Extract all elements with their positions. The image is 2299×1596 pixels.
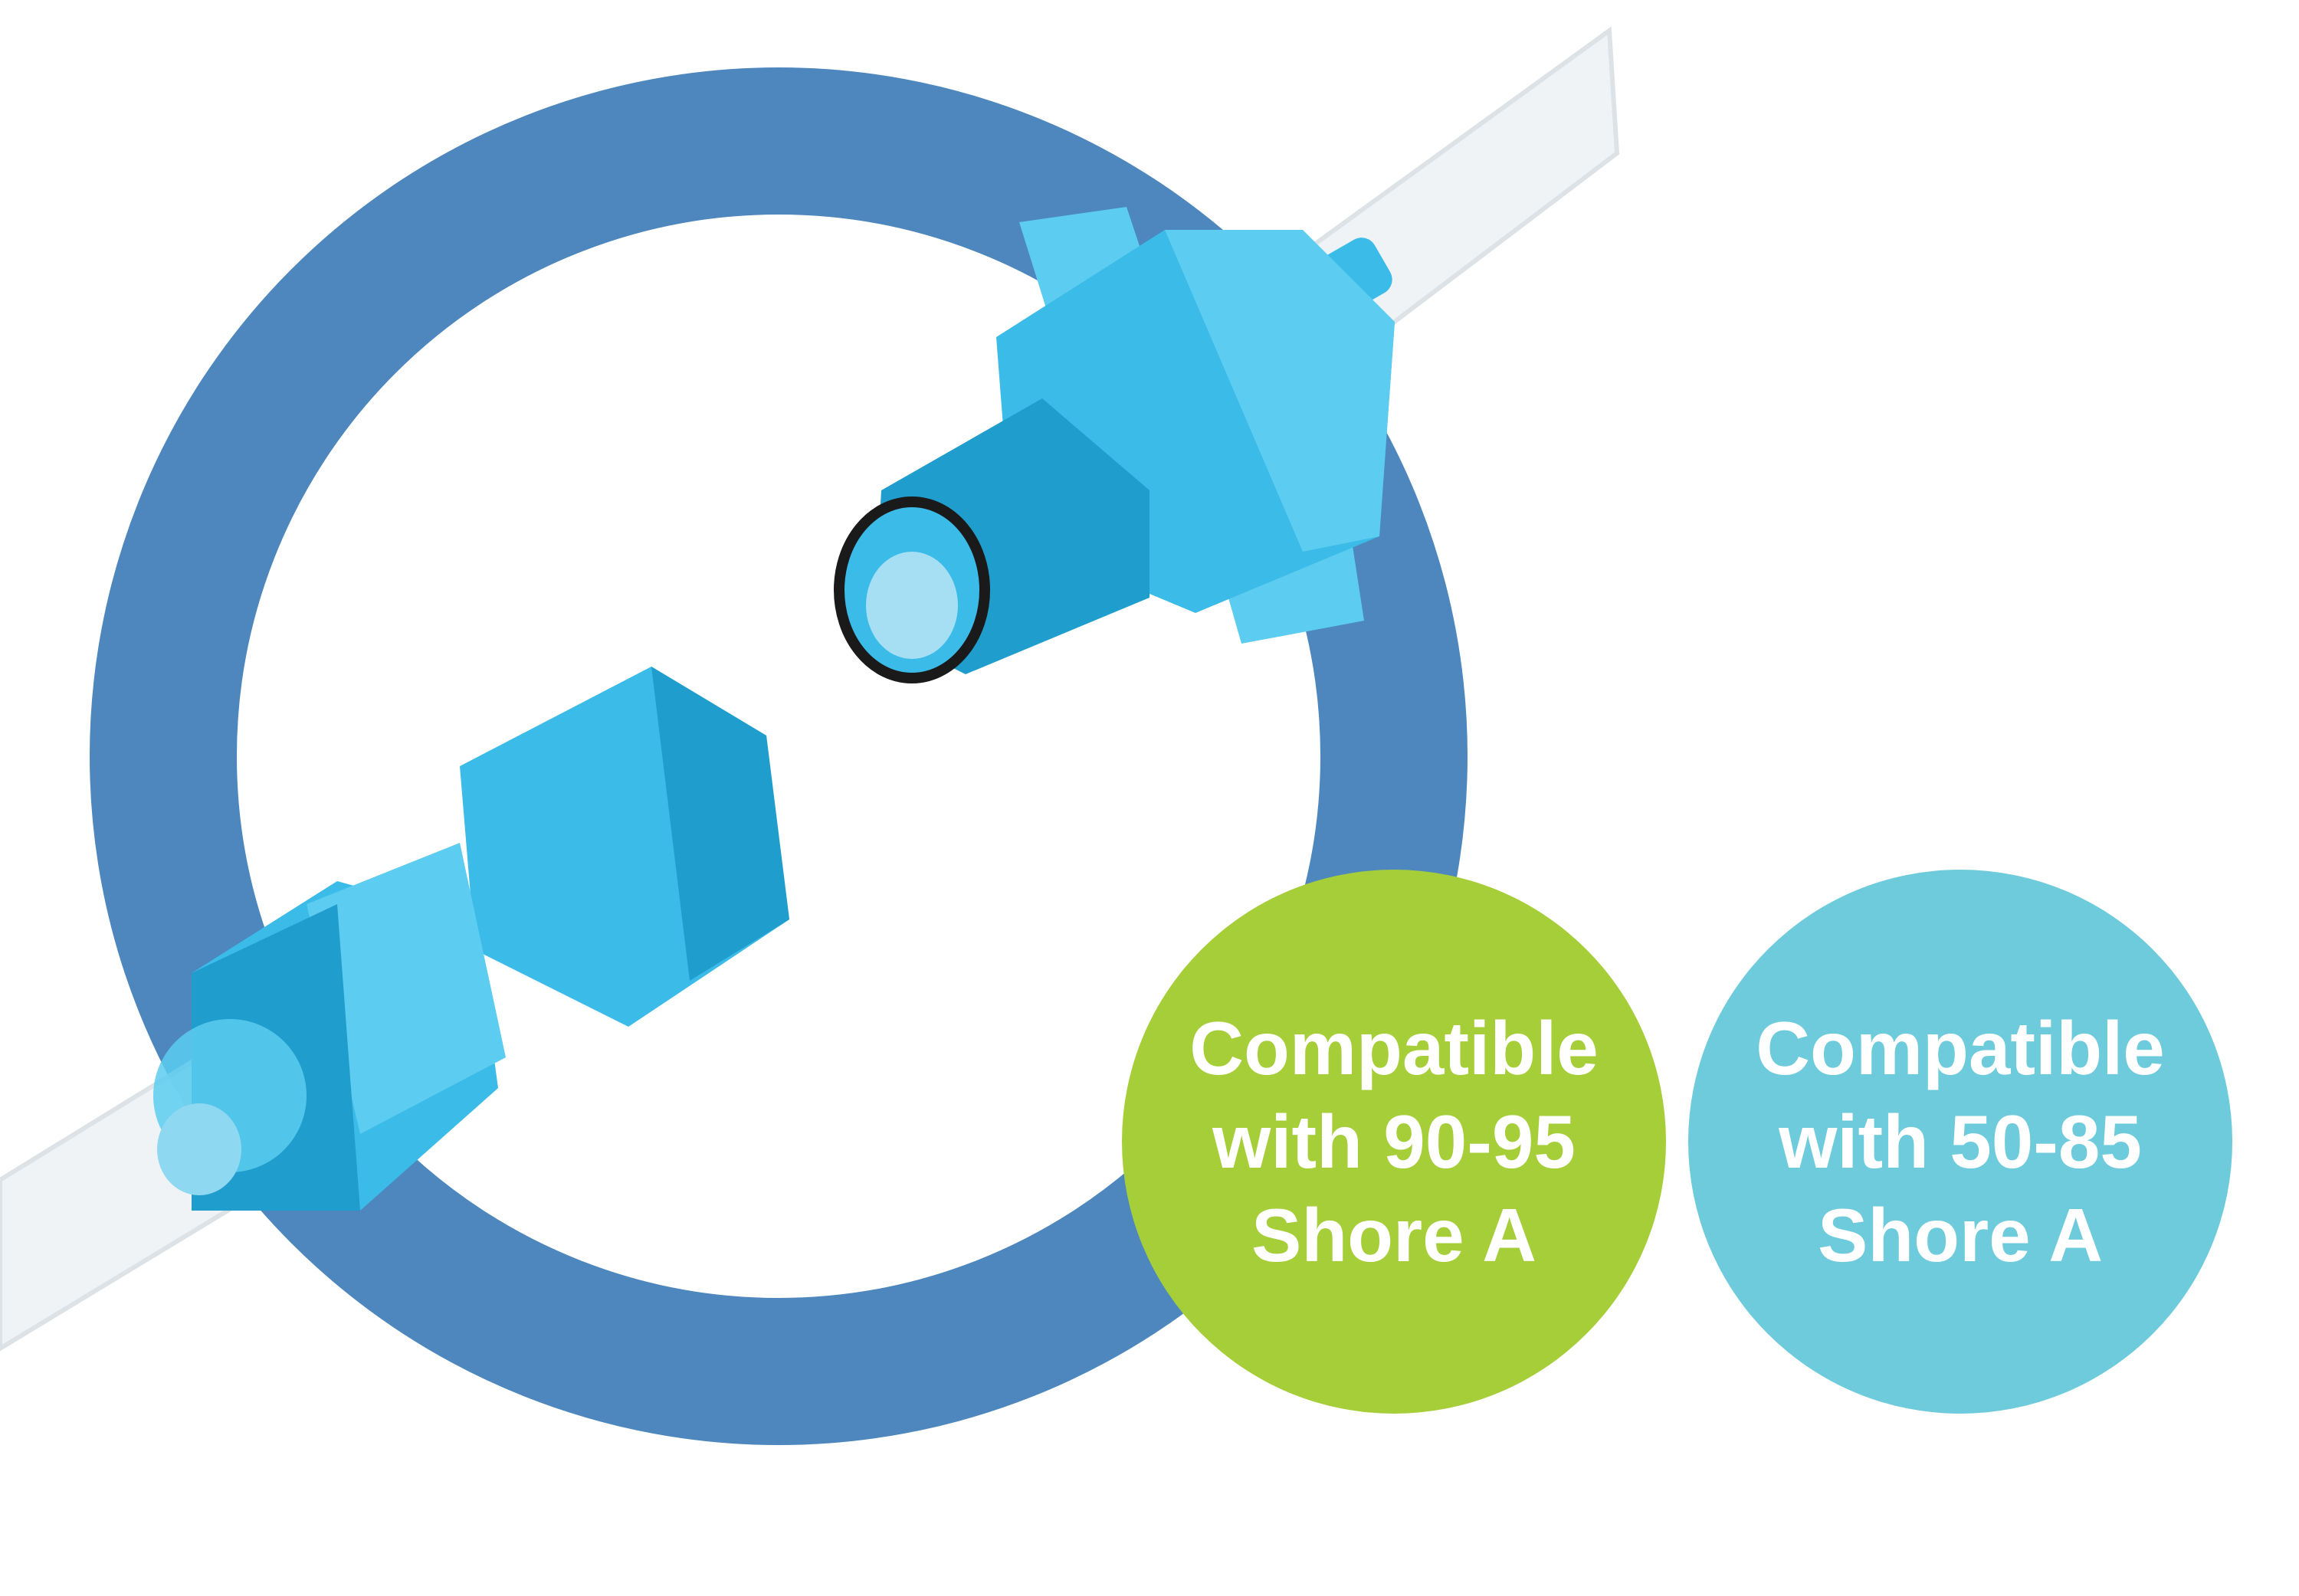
badge-compatible-90-95: Compatible with 90-95 Shore A — [1122, 870, 1666, 1414]
badge-line: Compatible — [1189, 1006, 1599, 1090]
badge-line: Shore A — [1251, 1193, 1537, 1277]
badge-line: with 50-85 — [1779, 1100, 2142, 1184]
badge-line: Shore A — [1817, 1193, 2104, 1277]
badge-line: with 90-95 — [1212, 1100, 1576, 1184]
badge-line: Compatible — [1756, 1006, 2165, 1090]
female-connector — [153, 667, 789, 1211]
badge-compatible-50-85: Compatible with 50-85 Shore A — [1688, 870, 2232, 1414]
male-connector — [834, 207, 1395, 683]
decorative-ring — [90, 67, 1468, 1445]
